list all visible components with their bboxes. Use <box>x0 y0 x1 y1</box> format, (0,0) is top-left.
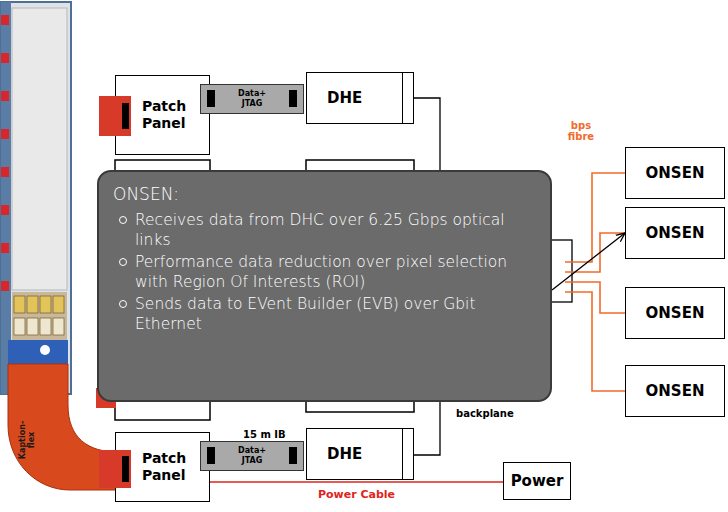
device-box: ONSEN <box>625 287 725 339</box>
dhe-divider <box>402 429 403 479</box>
switcher-chip <box>1 91 9 101</box>
bullet-dot <box>119 216 127 224</box>
readout-chip <box>27 296 38 313</box>
cable-box: Data+ JTAG <box>200 441 304 471</box>
mount-hole <box>40 345 50 355</box>
bullet-text: Sends data to EVent Builder (EVB) over G… <box>135 295 475 333</box>
callout-box: ONSEN: Receives data from DHC over 6.25 G… <box>97 170 552 402</box>
readout-chip <box>40 318 51 335</box>
ladder <box>1 2 71 394</box>
switcher-chip <box>1 281 9 291</box>
readout-chip <box>27 318 38 335</box>
edge-label: Power Cable <box>318 488 395 501</box>
device-box: ONSEN <box>625 207 725 259</box>
callout-heading: ONSEN: <box>113 184 532 204</box>
bullet-item: Performance data reduction over pixel se… <box>135 252 532 292</box>
bullet-item: Receives data from DHC over 6.25 Gbps op… <box>135 210 532 250</box>
box-label: Patch Panel <box>142 98 202 132</box>
cable-plug <box>207 90 215 107</box>
box-label: DHE <box>327 89 362 107</box>
connector-block <box>8 340 68 364</box>
device-box: DHE <box>306 72 414 124</box>
connector-slot <box>122 456 129 482</box>
bullet-dot <box>119 300 127 308</box>
device-box: Patch Panel <box>115 432 210 502</box>
switcher-chip <box>1 129 9 139</box>
chip-area <box>12 292 67 340</box>
switcher-chip <box>1 167 9 177</box>
device-box: Power <box>503 462 571 500</box>
fibres <box>565 173 625 391</box>
bullet-text: Receives data from DHC over 6.25 Gbps op… <box>135 211 505 249</box>
box-label: Patch Panel <box>142 450 202 484</box>
connector-slot <box>122 103 129 129</box>
device-box: ONSEN <box>625 365 725 417</box>
cable-plug <box>289 90 297 107</box>
box-label: ONSEN <box>646 382 705 400</box>
annotation-label: bps fibre <box>556 120 606 142</box>
switcher-chip <box>1 53 9 63</box>
box-label: ONSEN <box>646 224 705 242</box>
switcher-marks <box>1 15 9 291</box>
switcher-chip <box>1 205 9 215</box>
switcher-chip <box>1 243 9 253</box>
readout-chip <box>53 296 64 313</box>
readout-chip <box>14 296 25 313</box>
bullet-item: Sends data to EVent Builder (EVB) over G… <box>135 294 532 334</box>
cable-plug <box>207 447 215 464</box>
device-box: Patch Panel <box>115 75 210 155</box>
annotation-label: Kaption-flex <box>18 418 36 462</box>
cable-plug <box>289 447 297 464</box>
cable-box: Data+ JTAG <box>200 84 304 114</box>
connector <box>99 96 131 136</box>
sensor <box>12 8 67 290</box>
device-box: DHE <box>306 428 414 480</box>
box-label: DHE <box>327 445 362 463</box>
switcher-chip <box>1 15 9 25</box>
cable-label: Data+ JTAG <box>230 89 274 109</box>
annotation-label: backplane <box>456 408 514 419</box>
readout-chip <box>40 296 51 313</box>
connector <box>99 450 131 488</box>
annotation-label: 15 m IB <box>243 429 286 440</box>
power-cable <box>210 481 503 483</box>
dhe-divider <box>402 73 403 123</box>
bullet-text: Performance data reduction over pixel se… <box>135 253 507 291</box>
bullet-list: Receives data from DHC over 6.25 Gbps op… <box>113 210 532 334</box>
ladder-edge <box>1 2 11 394</box>
callout-arrow <box>552 233 625 290</box>
readout-chip <box>14 318 25 335</box>
box-label: ONSEN <box>646 164 705 182</box>
chips <box>14 296 64 335</box>
box-label: Power <box>511 472 564 490</box>
device-box: ONSEN <box>625 147 725 199</box>
box-label: ONSEN <box>646 304 705 322</box>
readout-chip <box>53 318 64 335</box>
cable-label: Data+ JTAG <box>230 446 274 466</box>
bullet-dot <box>119 258 127 266</box>
